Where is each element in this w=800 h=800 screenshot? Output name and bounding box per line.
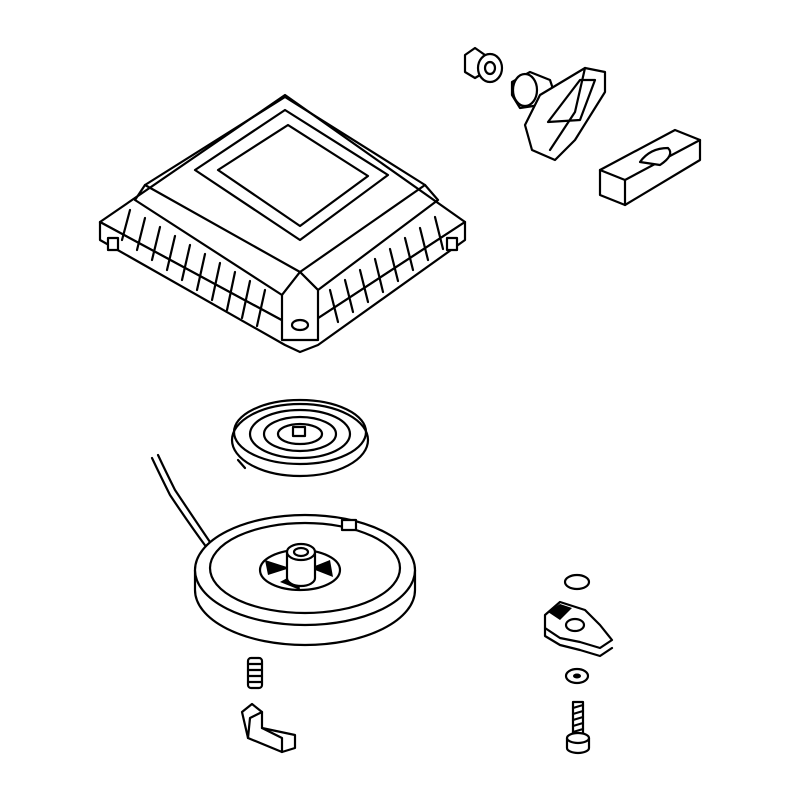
o-ring-icon [563, 573, 591, 591]
starter-rope-icon [150, 453, 214, 550]
handle-insert-icon [598, 128, 702, 207]
pawl-icon [240, 702, 297, 754]
recoil-spring-icon [230, 398, 370, 478]
screw-icon [565, 700, 591, 755]
rope-pulley-icon [193, 513, 417, 647]
washer-icon [564, 667, 590, 685]
ratchet-icon [543, 600, 614, 658]
handle-bushing-icon [463, 46, 504, 84]
starter-housing-icon [98, 93, 467, 354]
pawl-spring-icon [246, 656, 264, 690]
starter-handle-icon [510, 66, 607, 162]
